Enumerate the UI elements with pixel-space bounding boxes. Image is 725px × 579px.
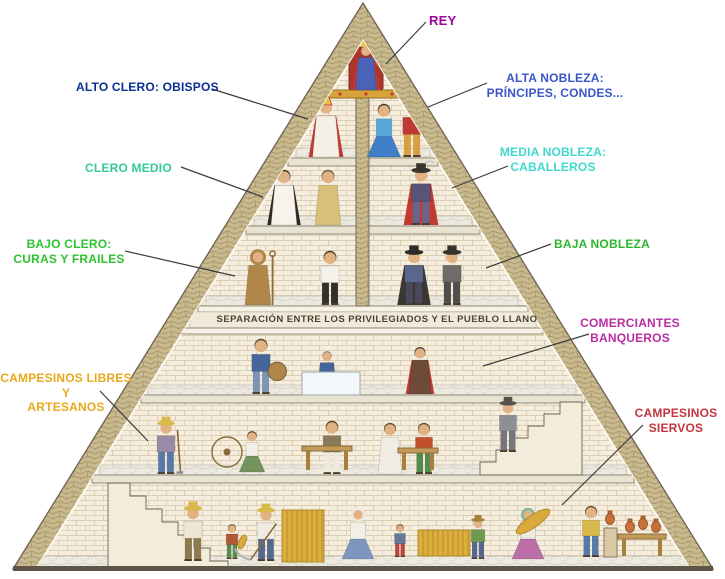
jug-1 xyxy=(625,518,635,533)
pottery-table-leg-b xyxy=(658,539,662,556)
pottery-table xyxy=(617,533,667,540)
farmer-with-hoe-figure xyxy=(156,416,184,474)
leader-line-clero-medio xyxy=(180,166,264,198)
pottery-table-leg-a xyxy=(622,539,626,556)
potter-stand xyxy=(603,527,618,558)
label-comerciantes-banqueros: COMERCIANTES BANQUEROS xyxy=(580,316,680,345)
carpenter-bench-leg-b xyxy=(344,451,348,470)
woman-gleaning-figure xyxy=(341,507,375,560)
carpenter-bench-leg-a xyxy=(306,451,310,470)
kneeling-harvester-figure xyxy=(470,514,486,559)
label-clero-medio: CLERO MEDIO xyxy=(85,161,172,175)
leader-line-media-nobleza xyxy=(451,165,509,189)
floor-level-5 xyxy=(140,394,586,404)
label-separacion-privilegiados: SEPARACIÓN ENTRE LOS PRIVILEGIADOS Y EL … xyxy=(216,314,538,325)
child-2-figure xyxy=(394,524,406,557)
spinning-wheel-hub xyxy=(223,448,231,456)
wealthy-man-seated-figure xyxy=(405,346,435,395)
label-baja-nobleza: BAJA NOBLEZA xyxy=(554,237,650,251)
potter-figure xyxy=(582,505,600,557)
artisan-table xyxy=(397,447,439,454)
reaper-with-scythe-figure xyxy=(233,503,278,561)
label-alta-nobleza: ALTA NOBLEZA: PRÍNCIPES, CONDES... xyxy=(486,71,624,100)
leader-line-campesinos-siervos xyxy=(561,424,644,506)
knight-caballero-figure xyxy=(403,160,439,225)
label-bajo-clero: BAJO CLERO: CURAS Y FRAILES xyxy=(13,237,125,266)
gentleman-1-figure xyxy=(397,245,431,305)
leader-line-baja-nobleza xyxy=(485,243,552,269)
carpenter-bench xyxy=(301,445,353,452)
label-alto-clero: ALTO CLERO: OBISPOS xyxy=(76,80,219,94)
leader-line-campesinos-libres xyxy=(99,390,149,442)
wheat-sheaf xyxy=(281,509,325,563)
separation-ledge-bottom xyxy=(181,327,544,335)
man-descending-stairs-figure xyxy=(499,396,517,452)
leader-line-rey xyxy=(385,21,427,65)
wheat-row xyxy=(417,529,471,557)
label-media-nobleza: MEDIA NOBLEZA: CABALLEROS xyxy=(499,145,607,174)
floor-level-6 xyxy=(91,474,635,484)
leader-line-alta-nobleza xyxy=(427,82,488,108)
pyramid-base-line xyxy=(13,566,713,571)
gentleman-2-figure xyxy=(442,245,462,305)
leader-line-comerciantes xyxy=(482,333,590,367)
leader-line-alto-clero xyxy=(211,88,309,120)
artisan-in-apron-figure xyxy=(377,422,403,475)
spinning-wheel xyxy=(211,436,243,468)
separation-ledge-top xyxy=(197,305,529,313)
peasant-descending-stairs-figure xyxy=(183,501,203,561)
artisan-table-leg-a xyxy=(402,453,406,470)
potter-jug xyxy=(605,510,615,525)
noble-lady-figure xyxy=(366,103,402,158)
leader-lines xyxy=(99,21,644,506)
banker-table xyxy=(301,371,361,396)
label-campesinos-siervos: CAMPESINOS SIERVOS xyxy=(634,406,718,435)
woman-carrying-sheaves-figure xyxy=(511,507,551,560)
woman-spinning-figure xyxy=(238,431,266,473)
central-dividing-wall xyxy=(355,95,370,307)
label-campesinos-libres-artesanos: CAMPESINOS LIBRES Y ARTESANOS xyxy=(0,371,132,415)
jug-2 xyxy=(638,515,648,530)
label-rey: REY xyxy=(429,13,457,28)
jug-3 xyxy=(651,518,661,533)
stairs-left xyxy=(107,482,229,568)
artisan-table-leg-b xyxy=(430,453,434,470)
priest-gold-vestment-figure xyxy=(314,169,342,226)
props-layer xyxy=(211,371,667,563)
leader-line-bajo-clero xyxy=(124,250,236,277)
king-on-throne-figure xyxy=(352,41,380,91)
merchant-figure xyxy=(251,338,287,394)
parish-priest-figure xyxy=(320,250,340,305)
friar-with-staff-figure xyxy=(244,249,276,306)
